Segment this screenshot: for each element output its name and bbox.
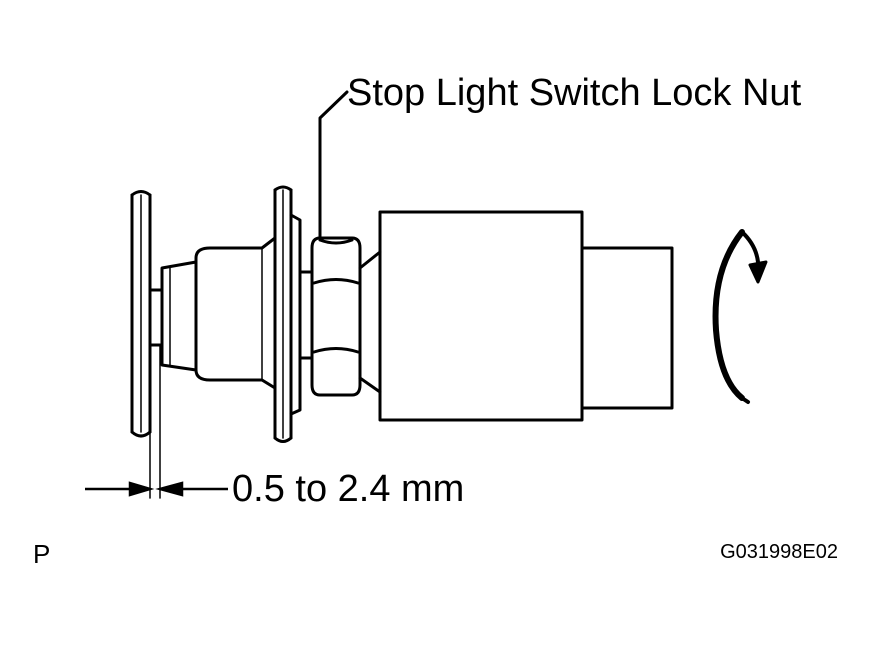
dimension-extension-lines: [149, 344, 161, 499]
connector-taper: [358, 250, 382, 394]
dimension-arrow-icon: [85, 481, 228, 497]
switch-threaded-body: [194, 236, 277, 390]
callout-leader: [318, 90, 349, 240]
connector-body: [378, 210, 674, 422]
page-letter: P: [33, 539, 50, 569]
thread-shank: [298, 270, 314, 360]
switch-plunger: [148, 260, 198, 372]
dimension-label: 0.5 to 2.4 mm: [232, 468, 464, 510]
callout-label: Stop Light Switch Lock Nut: [347, 72, 802, 114]
lock-nut: [310, 236, 362, 397]
pedal-plate: [130, 190, 152, 438]
figure-code: G031998E02: [720, 541, 838, 563]
bracket-plate: [273, 185, 302, 443]
rotation-arrow-icon: [712, 229, 768, 404]
